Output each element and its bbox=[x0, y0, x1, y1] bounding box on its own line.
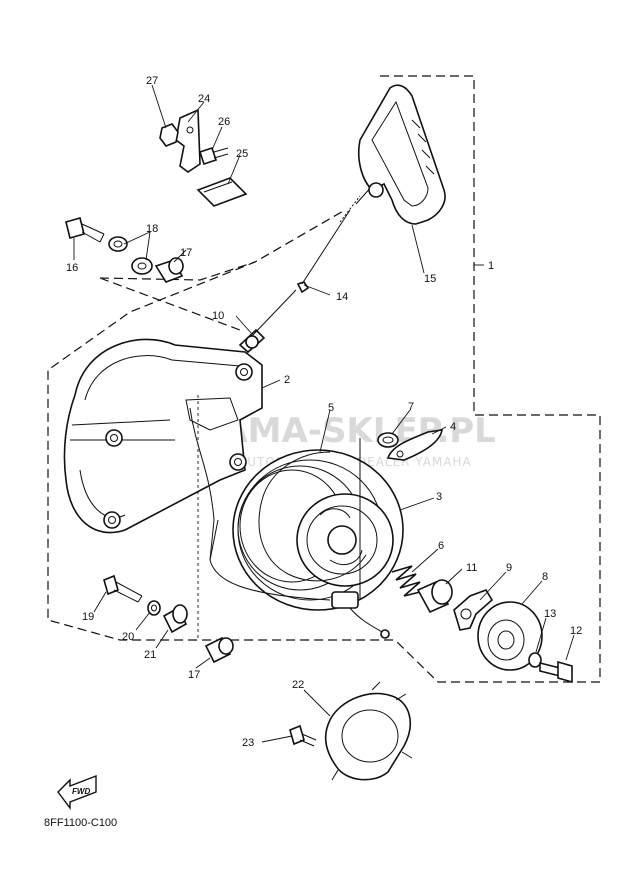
bolt-19 bbox=[103, 574, 143, 603]
part-label-2: 2 bbox=[284, 374, 290, 386]
washer-18b bbox=[131, 257, 153, 275]
washer-18a bbox=[108, 236, 128, 252]
part-label-11: 11 bbox=[466, 562, 477, 574]
part-label-8: 8 bbox=[542, 571, 548, 583]
coil-spring bbox=[391, 565, 421, 597]
bolt-23 bbox=[289, 724, 317, 747]
part-label-22: 22 bbox=[292, 679, 304, 691]
drive-plate bbox=[453, 589, 494, 631]
collar-17-top bbox=[154, 257, 184, 283]
part-label-24: 24 bbox=[198, 93, 210, 105]
pawl-spring bbox=[377, 432, 399, 448]
part-label-20: 20 bbox=[122, 631, 134, 643]
bolt-26 bbox=[198, 146, 229, 166]
leader-lines bbox=[73, 84, 575, 743]
part-label-18: 18 bbox=[146, 223, 158, 235]
friction-plate bbox=[477, 601, 543, 671]
pawl bbox=[386, 429, 443, 461]
part-label-26: 26 bbox=[218, 116, 230, 128]
part-label-17-top: 17 bbox=[180, 247, 192, 259]
diagram-code: 8FF1100-C100 bbox=[44, 817, 117, 829]
part-label-17-bottom: 17 bbox=[188, 669, 200, 681]
starter-handle bbox=[357, 84, 446, 225]
fwd-arrow-icon: FWD bbox=[57, 774, 97, 811]
starter-rope bbox=[209, 438, 361, 601]
part-label-15: 15 bbox=[424, 273, 436, 285]
ring-bracket-22 bbox=[324, 681, 413, 781]
watermark-title: YAMA-SKLEP.PL bbox=[199, 411, 496, 451]
bolt-12 bbox=[539, 660, 573, 684]
part-label-13: 13 bbox=[544, 608, 556, 620]
collar bbox=[416, 579, 453, 614]
part-label-23: 23 bbox=[242, 737, 254, 749]
part-label-5: 5 bbox=[328, 402, 334, 414]
part-label-7: 7 bbox=[408, 401, 414, 413]
collar-21 bbox=[162, 604, 188, 634]
part-label-3: 3 bbox=[436, 491, 442, 503]
part-label-27: 27 bbox=[146, 75, 158, 87]
starter-pulley bbox=[232, 449, 404, 639]
part-label-19: 19 bbox=[82, 611, 94, 623]
part-label-10: 10 bbox=[212, 310, 224, 322]
starter-cover bbox=[63, 338, 263, 561]
nut-27 bbox=[159, 123, 179, 147]
fwd-label: FWD bbox=[72, 787, 90, 796]
part-label-12: 12 bbox=[570, 625, 582, 637]
recoil-spring bbox=[258, 451, 367, 582]
part-label-6: 6 bbox=[438, 540, 444, 552]
rope-grommet bbox=[238, 328, 266, 354]
clip-25 bbox=[196, 177, 248, 207]
washer-20 bbox=[147, 600, 161, 616]
bolt-group-outline bbox=[99, 261, 256, 331]
bracket-24 bbox=[175, 108, 201, 173]
washer-13 bbox=[528, 652, 542, 668]
part-label-16: 16 bbox=[66, 262, 78, 274]
part-label-4: 4 bbox=[450, 421, 456, 433]
collar-17-bottom bbox=[204, 636, 234, 664]
part-label-14: 14 bbox=[336, 291, 348, 303]
part-label-21: 21 bbox=[144, 649, 156, 661]
part-label-9: 9 bbox=[506, 562, 512, 574]
part-label-1: 1 bbox=[488, 260, 494, 272]
part-label-25: 25 bbox=[236, 148, 248, 160]
bolt-16 bbox=[65, 217, 105, 243]
handle-rope bbox=[296, 281, 310, 294]
